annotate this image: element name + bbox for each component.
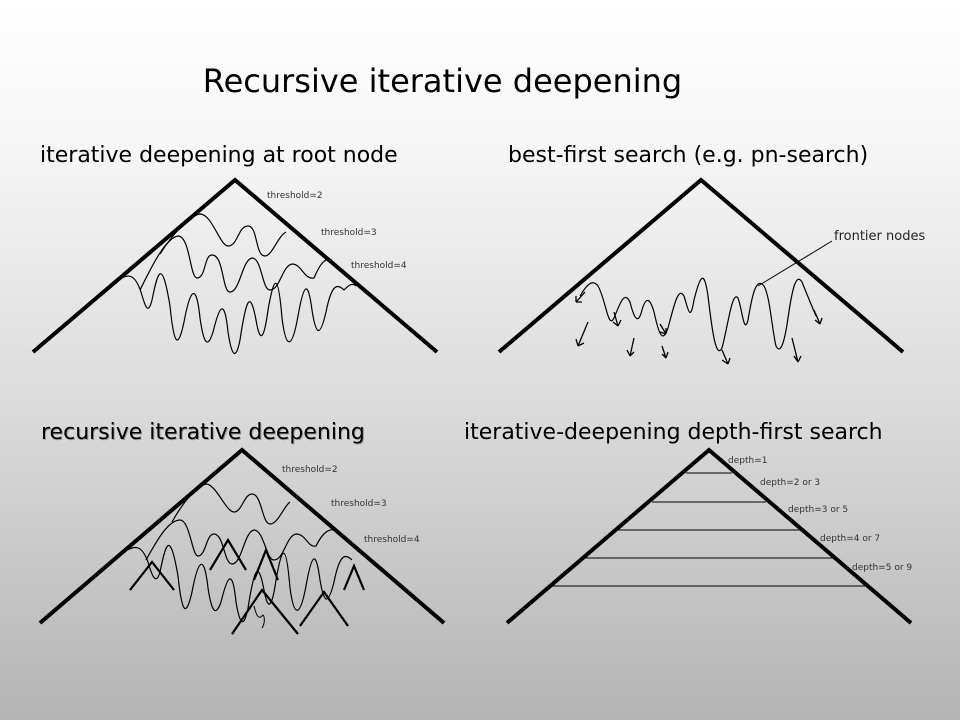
threshold-label-2: threshold=2	[267, 191, 323, 201]
frontier-arrows	[575, 291, 823, 365]
sub-search-triangles	[129, 537, 366, 635]
threshold-label-4: threshold=4	[351, 261, 407, 271]
tree-outline	[505, 447, 913, 625]
panel-title-bottom-left: recursive iterative deepening	[41, 420, 365, 445]
threshold-4-wave	[123, 544, 353, 623]
frontier-nodes-label: frontier nodes	[834, 229, 926, 244]
panel-title-top-left: iterative deepening at root node	[40, 143, 398, 168]
slide-title: Recursive iterative deepening	[202, 62, 683, 100]
threshold-2-wave	[159, 213, 287, 257]
tree-outline	[38, 447, 446, 625]
panel-title-top-right: best-first search (e.g. pn-search)	[508, 143, 869, 168]
tree-outline	[31, 177, 439, 354]
callout-leader-line	[757, 240, 833, 287]
panel-title-bottom-right: iterative-deepening depth-first search	[464, 420, 883, 445]
tree-top-right	[497, 177, 905, 365]
tree-top-left	[31, 177, 439, 354]
threshold-3-wave	[139, 235, 333, 293]
threshold-3-wave	[145, 519, 337, 565]
depth-label-3: depth=3 or 5	[788, 505, 849, 515]
depth-label-1: depth=1	[728, 456, 768, 466]
nested-wave	[253, 605, 265, 629]
frontier-wave	[579, 277, 817, 352]
depth-label-2: depth=2 or 3	[760, 478, 821, 488]
threshold-label-4: threshold=4	[364, 535, 420, 545]
threshold-label-2: threshold=2	[282, 465, 338, 475]
tree-outline	[497, 177, 905, 354]
threshold-2-wave	[171, 483, 291, 525]
depth-label-4: depth=4 or 7	[820, 534, 881, 544]
threshold-4-wave	[115, 273, 357, 354]
threshold-label-3: threshold=3	[331, 499, 387, 509]
tree-bottom-left	[38, 447, 446, 635]
threshold-label-3: threshold=3	[321, 228, 377, 238]
tree-bottom-right	[505, 447, 913, 625]
depth-label-5: depth=5 or 9	[852, 563, 913, 573]
